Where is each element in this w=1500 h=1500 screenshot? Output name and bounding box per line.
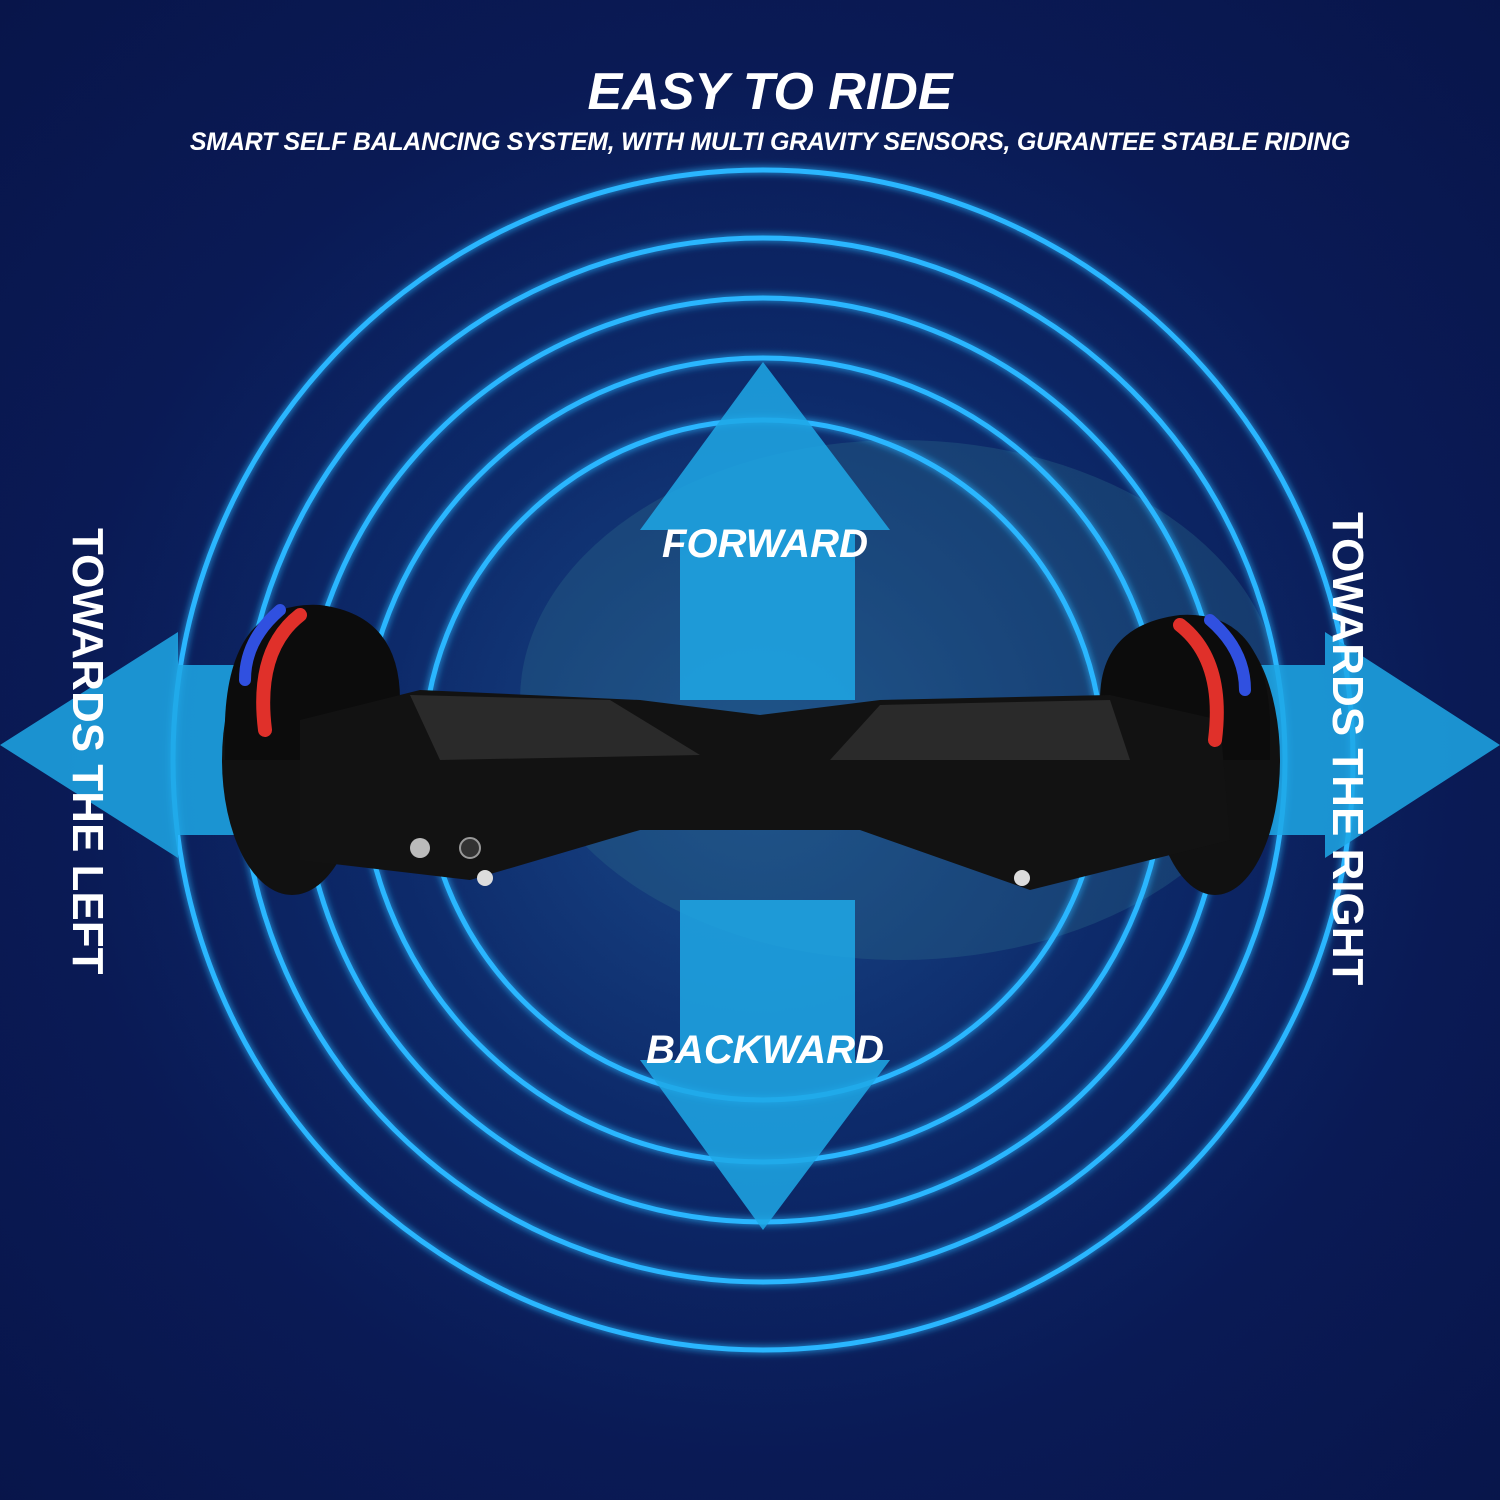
hoverboard: [222, 604, 1280, 895]
backward-arrow-icon: [640, 900, 890, 1230]
right-led-red: [1173, 618, 1224, 747]
right-label: TOWARDS THE RIGHT: [1323, 512, 1372, 986]
right-led-blue: [1204, 614, 1251, 696]
power-button-icon: [410, 838, 430, 858]
left-label: TOWARDS THE LEFT: [63, 528, 112, 975]
backward-label: BACKWARD: [646, 1028, 884, 1072]
right-headlight: [1014, 870, 1030, 886]
left-headlight: [477, 870, 493, 886]
left-led-red: [256, 608, 307, 737]
right-footpad: [830, 700, 1130, 760]
forward-arrow-icon: [640, 362, 890, 700]
page-subtitle: SMART SELF BALANCING SYSTEM, WITH MULTI …: [189, 128, 1351, 156]
charging-port-icon: [459, 837, 481, 859]
left-footpad: [410, 695, 700, 760]
page-title: EASY TO RIDE: [587, 63, 953, 121]
forward-label: FORWARD: [662, 522, 868, 566]
left-arrow-icon: [0, 632, 300, 858]
left-led-blue: [239, 604, 286, 686]
